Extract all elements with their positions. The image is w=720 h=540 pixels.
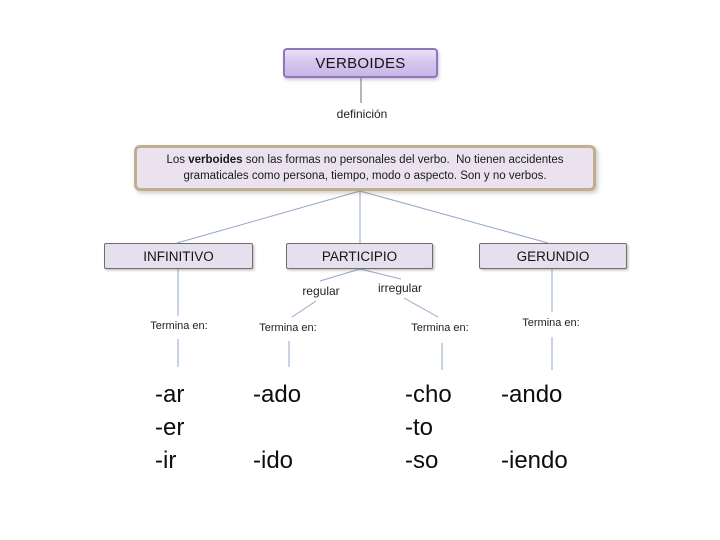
label-regular: regular <box>302 284 340 298</box>
ending-item: -ir <box>155 447 177 474</box>
termina-label-participio-irregular: Termina en: <box>411 322 469 334</box>
termina-label-gerundio: Termina en: <box>522 317 580 329</box>
definition-link-label: definición <box>336 107 388 121</box>
ending-item: -ido <box>253 447 294 474</box>
definition-box: Los verboides son las formas no personal… <box>134 145 596 191</box>
connector-participio-irregular <box>359 268 402 280</box>
ending-item <box>501 411 611 444</box>
ending-item: -er <box>155 414 185 441</box>
definition-text-rest: son las formas no personales del verbo. … <box>183 154 564 182</box>
ending-item: -iendo <box>501 447 568 474</box>
endings-infinitivo: -ar -er -ir <box>155 378 265 477</box>
connector-participio-regular <box>319 268 361 282</box>
ending-item: -cho <box>405 381 452 408</box>
connector-def-infinitivo <box>176 190 361 244</box>
label-irregular: irregular <box>377 281 422 295</box>
node-participio-label: PARTICIPIO <box>321 248 398 264</box>
endings-participio-regular: -ado -ido <box>253 378 363 477</box>
definition-text-bold: verboides <box>188 154 243 166</box>
connector-regular-termina <box>291 300 317 318</box>
termina-label-participio-regular: Termina en: <box>259 322 317 334</box>
node-infinitivo-label: INFINITIVO <box>143 248 214 264</box>
node-participio: PARTICIPIO <box>286 243 433 269</box>
endings-participio-irregular: -cho -to -so <box>405 378 515 477</box>
endings-gerundio: -ando -iendo <box>501 378 611 477</box>
node-verboides: VERBOIDES <box>283 48 438 78</box>
ending-item: -ado <box>253 381 302 408</box>
ending-item <box>253 411 363 444</box>
ending-item: -to <box>405 414 434 441</box>
node-verboides-label: VERBOIDES <box>315 54 406 72</box>
connector-def-gerundio <box>359 190 549 244</box>
node-infinitivo: INFINITIVO <box>104 243 253 269</box>
connector-irregular-termina <box>403 297 439 318</box>
ending-item: -so <box>405 447 439 474</box>
termina-label-infinitivo: Termina en: <box>150 320 208 332</box>
ending-item: -ando <box>501 381 563 408</box>
node-gerundio: GERUNDIO <box>479 243 627 269</box>
node-gerundio-label: GERUNDIO <box>516 248 590 264</box>
ending-item: -ar <box>155 381 185 408</box>
definition-text-prefix: Los <box>166 154 189 166</box>
